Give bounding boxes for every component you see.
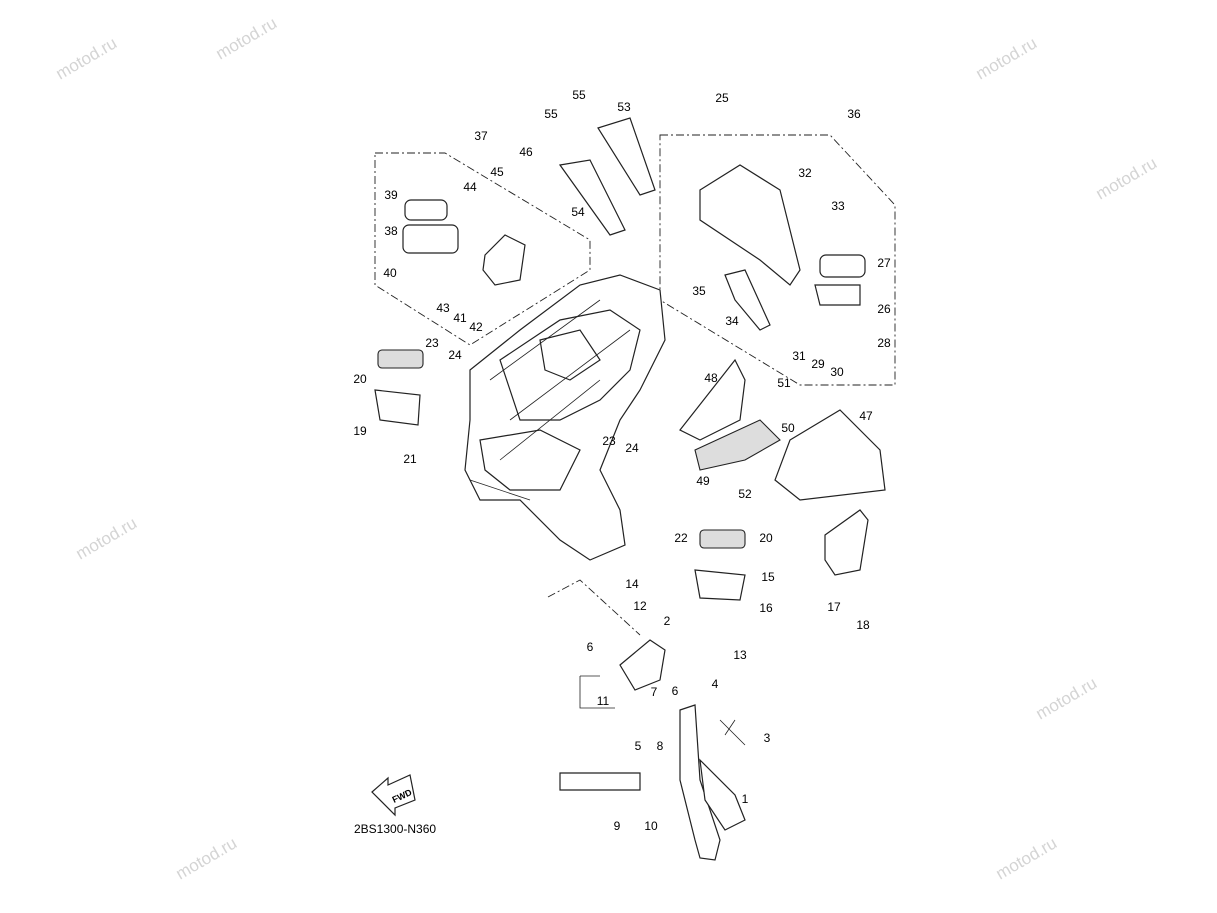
sidestand-bracket: [619, 639, 666, 691]
callout-30[interactable]: 30: [830, 365, 844, 379]
callout-17[interactable]: 17: [827, 600, 841, 614]
callout-25[interactable]: 25: [715, 91, 729, 105]
callout-18[interactable]: 18: [856, 618, 870, 632]
callout-54[interactable]: 54: [571, 205, 585, 219]
callout-11[interactable]: 11: [597, 694, 610, 708]
bracket-6-11: [579, 675, 615, 709]
callout-8[interactable]: 8: [657, 739, 664, 753]
callout-31[interactable]: 31: [792, 349, 806, 363]
callout-35[interactable]: 35: [692, 284, 706, 298]
callout-50[interactable]: 50: [781, 421, 795, 435]
callout-20[interactable]: 20: [353, 372, 367, 386]
cover-49: [694, 419, 781, 471]
cover-54: [558, 159, 626, 236]
callout-47[interactable]: 47: [859, 409, 873, 423]
callout-27[interactable]: 27: [877, 256, 891, 270]
callout-2[interactable]: 2: [664, 614, 671, 628]
callout-41[interactable]: 41: [453, 311, 467, 325]
footrest-20-right: [699, 529, 746, 549]
callout-37[interactable]: 37: [474, 129, 488, 143]
callout-34[interactable]: 34: [725, 314, 739, 328]
group-stand-outline: [547, 579, 641, 636]
callout-55[interactable]: 55: [572, 88, 586, 102]
callout-20[interactable]: 20: [759, 531, 773, 545]
cover-47: [774, 409, 886, 501]
callout-39[interactable]: 39: [384, 188, 398, 202]
callout-40[interactable]: 40: [383, 266, 397, 280]
callout-6[interactable]: 6: [672, 684, 679, 698]
callout-48[interactable]: 48: [704, 371, 718, 385]
sidestand: [679, 704, 746, 861]
heel-guard-17: [824, 509, 869, 576]
footrest-bracket-15: [694, 569, 746, 601]
callout-29[interactable]: 29: [811, 357, 825, 371]
callout-55[interactable]: 55: [544, 107, 558, 121]
callout-36[interactable]: 36: [847, 107, 861, 121]
callout-4[interactable]: 4: [712, 677, 719, 691]
callout-38[interactable]: 38: [384, 224, 398, 238]
callout-16[interactable]: 16: [759, 601, 773, 615]
callout-24[interactable]: 24: [448, 348, 462, 362]
diagram-code: 2BS1300-N360: [354, 822, 437, 836]
cover-48: [679, 358, 746, 441]
callout-12[interactable]: 12: [633, 599, 647, 613]
callout-49[interactable]: 49: [696, 474, 710, 488]
callout-9[interactable]: 9: [614, 819, 621, 833]
callout-46[interactable]: 46: [519, 145, 533, 159]
callout-42[interactable]: 42: [469, 320, 483, 334]
callout-52[interactable]: 52: [738, 487, 752, 501]
callout-7[interactable]: 7: [651, 685, 658, 699]
callout-19[interactable]: 19: [353, 424, 367, 438]
callout-23[interactable]: 23: [602, 434, 616, 448]
callout-51[interactable]: 51: [777, 376, 791, 390]
rear-footrest-bracket-left: [402, 199, 526, 286]
group-37-outline: [374, 152, 591, 346]
callout-1[interactable]: 1: [742, 792, 749, 806]
callout-23[interactable]: 23: [425, 336, 439, 350]
frame: [464, 274, 666, 561]
rear-footrest-bracket-right: [699, 164, 866, 331]
callout-28[interactable]: 28: [877, 336, 891, 350]
callout-14[interactable]: 14: [625, 577, 639, 591]
fwd-arrow-icon: FWD: [371, 774, 416, 817]
callout-26[interactable]: 26: [877, 302, 891, 316]
footrest-20-left: [377, 349, 424, 369]
callout-45[interactable]: 45: [490, 165, 504, 179]
callout-33[interactable]: 33: [831, 199, 845, 213]
callout-24[interactable]: 24: [625, 441, 639, 455]
callout-43[interactable]: 43: [436, 301, 450, 315]
heel-guard-53: [597, 117, 656, 196]
callout-10[interactable]: 10: [644, 819, 658, 833]
callout-44[interactable]: 44: [463, 180, 477, 194]
sidestand-switch: [559, 772, 641, 791]
callout-32[interactable]: 32: [798, 166, 812, 180]
callout-5[interactable]: 5: [635, 739, 642, 753]
callout-22[interactable]: 22: [674, 531, 688, 545]
callout-21[interactable]: 21: [403, 452, 417, 466]
footrest-bracket-19: [374, 389, 421, 426]
callout-13[interactable]: 13: [733, 648, 747, 662]
callout-6[interactable]: 6: [587, 640, 594, 654]
callout-53[interactable]: 53: [617, 100, 631, 114]
callout-3[interactable]: 3: [764, 731, 771, 745]
callout-15[interactable]: 15: [761, 570, 775, 584]
